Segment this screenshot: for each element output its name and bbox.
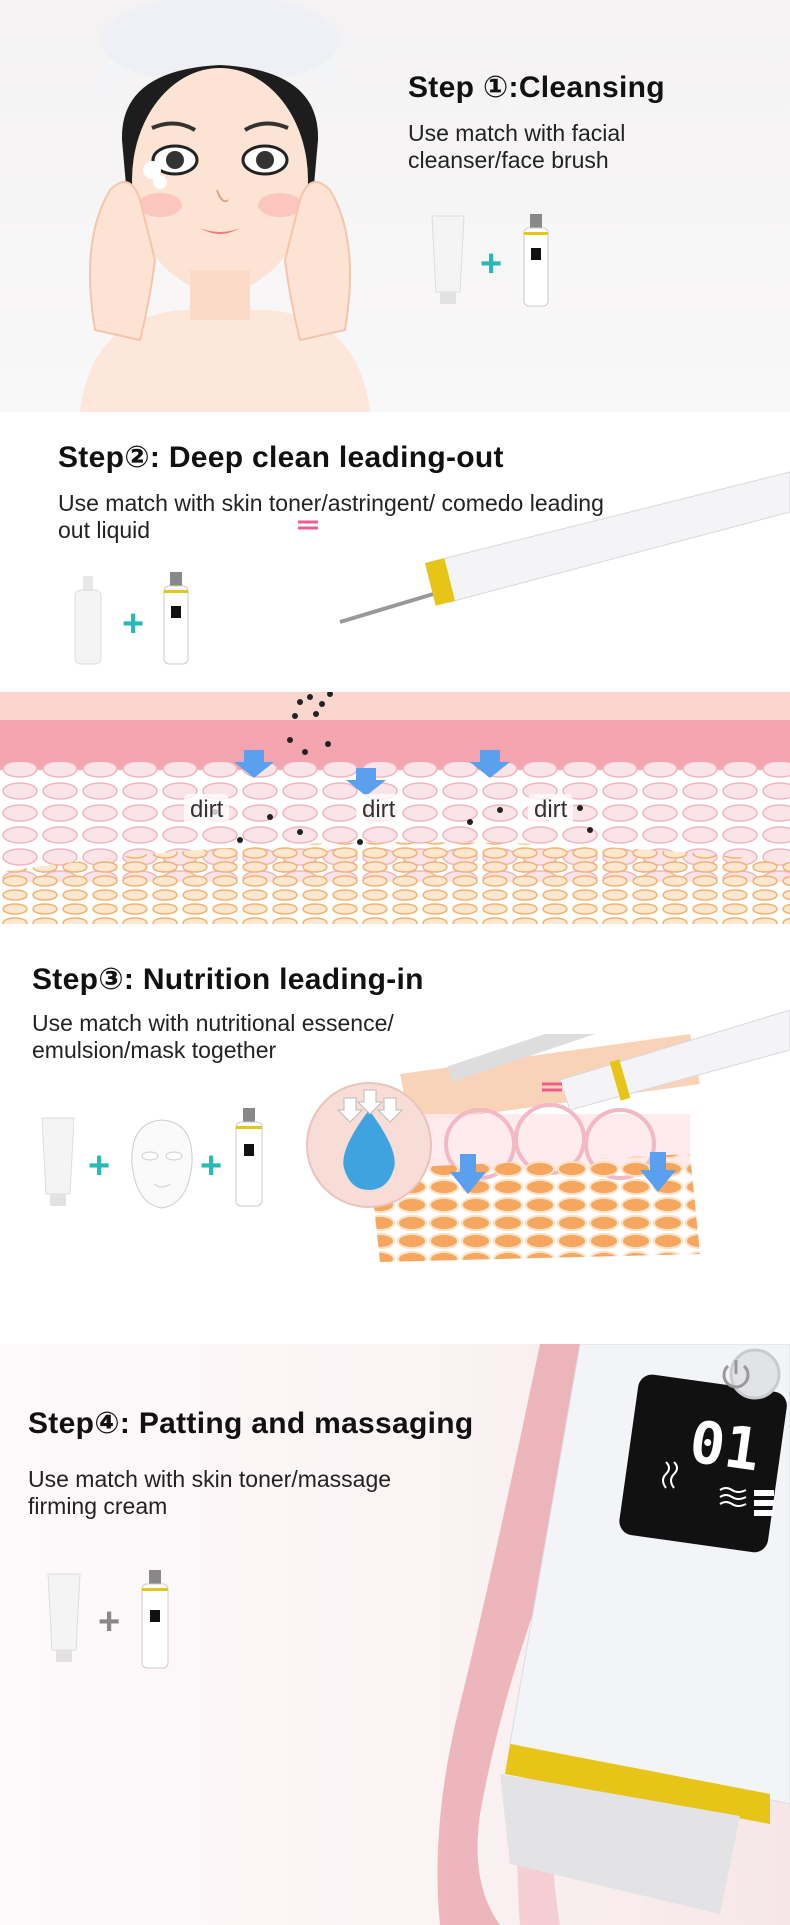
scrubber-device-icon bbox=[235, 1108, 263, 1207]
plus-sign: + bbox=[98, 1601, 121, 1643]
scrubber-device-icon bbox=[163, 572, 189, 665]
step3-description: Use match with nutritional essence/ emul… bbox=[32, 1010, 394, 1063]
wave-icon bbox=[662, 1461, 678, 1489]
scrubber-device-icon bbox=[141, 1570, 169, 1669]
step4-title: Step④: Patting and massaging bbox=[28, 1407, 474, 1440]
ripple-icon bbox=[719, 1487, 747, 1507]
step4-section: 01 Step④: Patting and massaging Use matc… bbox=[0, 1344, 790, 1925]
cleanser-tube-icon bbox=[431, 215, 465, 304]
step1-description: Use match with facial cleanser/face brus… bbox=[408, 120, 626, 173]
step1-section: Step ①:Cleansing Use match with facial c… bbox=[0, 0, 790, 412]
step1-title: Step ①:Cleansing bbox=[408, 71, 665, 104]
step4-description: Use match with skin toner/massage firmin… bbox=[28, 1466, 392, 1519]
scrubber-device-icon bbox=[523, 214, 549, 307]
plus-sign: + bbox=[200, 1145, 223, 1187]
scrubber-device-icon bbox=[559, 1009, 790, 1110]
cleanser-tube-icon bbox=[41, 1117, 75, 1206]
step2-description: Use match with skin toner/astringent/ co… bbox=[58, 490, 604, 543]
skin-layer-illustration bbox=[0, 692, 790, 924]
scrubber-device-icon bbox=[500, 1344, 790, 1914]
plus-sign: + bbox=[88, 1145, 111, 1187]
dirt-label: dirt bbox=[184, 794, 230, 826]
level-bars-icon bbox=[754, 1490, 774, 1516]
cleanser-tube-icon bbox=[47, 1573, 81, 1662]
device-display: 01 bbox=[685, 1407, 765, 1485]
scrubber-device-icon bbox=[339, 471, 790, 624]
dirt-label: dirt bbox=[356, 794, 402, 826]
step3-section: Step③: Nutrition leading-in Use match wi… bbox=[0, 924, 790, 1344]
plus-sign: + bbox=[480, 243, 503, 285]
step2-section: Step②: Deep clean leading-out Use match … bbox=[0, 412, 790, 924]
dirt-label: dirt bbox=[528, 794, 574, 826]
plus-sign: + bbox=[122, 603, 145, 645]
woman-face-illustration bbox=[80, 0, 370, 412]
step3-title: Step③: Nutrition leading-in bbox=[32, 963, 424, 996]
double-arrow-icon bbox=[542, 1082, 562, 1092]
step2-title: Step②: Deep clean leading-out bbox=[58, 441, 504, 474]
double-arrow-icon bbox=[298, 520, 318, 530]
toner-bottle-icon bbox=[74, 576, 102, 665]
power-button-icon bbox=[712, 1350, 760, 1398]
face-mask-icon bbox=[131, 1119, 193, 1209]
water-drop-icon bbox=[306, 1082, 432, 1208]
